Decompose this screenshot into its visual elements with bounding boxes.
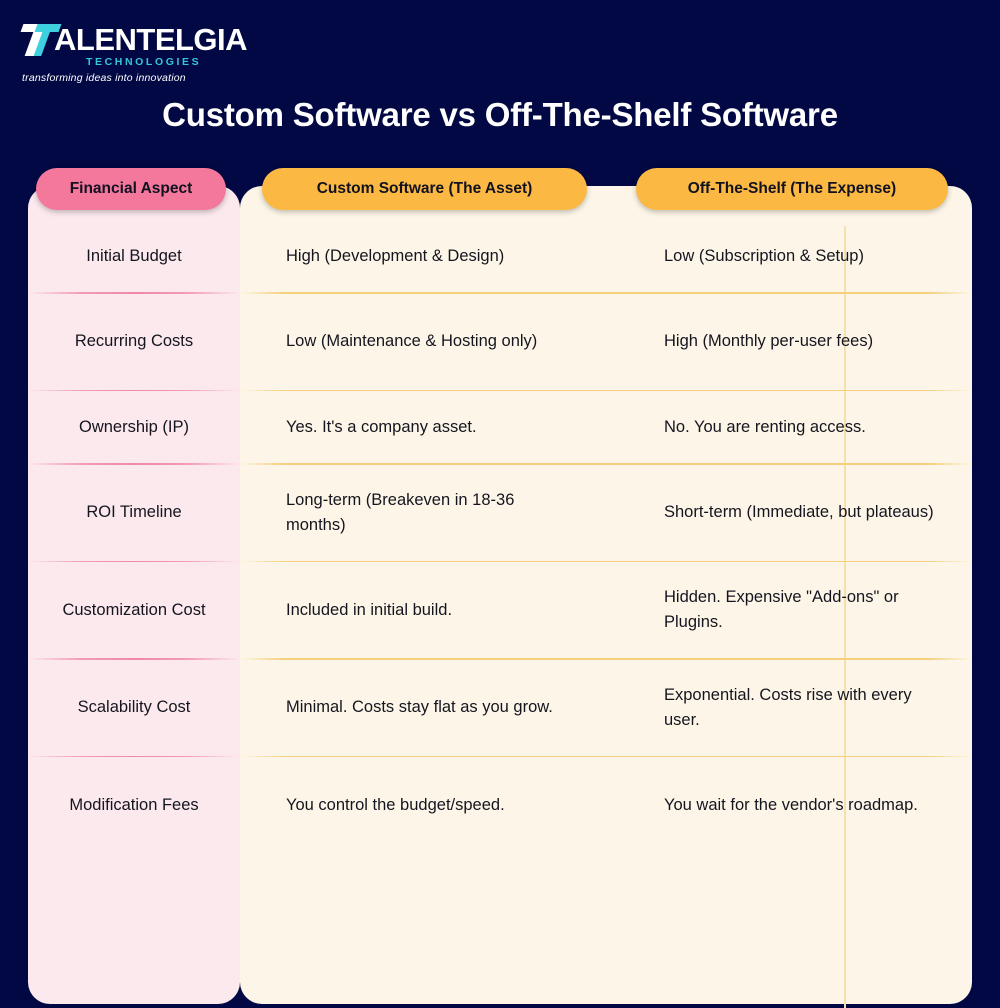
- table-row: Scalability Cost: [77, 698, 191, 716]
- row-divider: [240, 560, 972, 562]
- cell-custom: You control the budget/speed.: [286, 795, 505, 814]
- row-divider: [28, 389, 240, 391]
- values-columns: High (Development & Design) Low (Subscri…: [240, 220, 972, 853]
- cell-off-the-shelf: You wait for the vendor's roadmap.: [664, 795, 918, 814]
- header-off-the-shelf: Off-The-Shelf (The Expense): [636, 168, 948, 210]
- comparison-table: Financial Aspect Custom Software (The As…: [0, 162, 1000, 1008]
- talentelgia-t-logo-icon: [20, 22, 62, 56]
- row-divider: [28, 755, 240, 757]
- table-row: Customization Cost: [62, 600, 206, 619]
- cell-custom: Included in initial build.: [286, 600, 453, 619]
- row-divider: [240, 658, 972, 660]
- row-divider: [28, 560, 240, 562]
- logo-name: ALENTELGIA: [54, 22, 248, 57]
- cell-off-the-shelf: High (Monthly per-user fees): [664, 332, 874, 350]
- table-row: Recurring Costs: [74, 332, 194, 350]
- cell-custom: High (Development & Design): [286, 246, 505, 265]
- row-divider: [240, 755, 972, 757]
- cell-custom: Yes. It's a company asset.: [286, 417, 477, 436]
- row-divider: [28, 658, 240, 660]
- table-row: Low (Maintenance & Hosting only) High (M…: [240, 294, 972, 390]
- values-columns-card: [240, 186, 972, 1008]
- logo-subtitle: TECHNOLOGIES: [86, 56, 202, 68]
- table-row: Yes. It's a company asset. No. You are r…: [240, 391, 972, 463]
- logo-wordmark: ALENTELGIA: [20, 22, 248, 56]
- header-financial-aspect: Financial Aspect: [36, 168, 226, 210]
- cell-off-the-shelf: No. You are renting access.: [664, 417, 866, 436]
- table-row: Minimal. Costs stay flat as you grow. Ex…: [240, 660, 972, 756]
- cell-off-the-shelf: Exponential. Costs rise with every user.: [664, 685, 912, 729]
- table-row: ROI Timeline: [86, 503, 182, 521]
- cell-off-the-shelf: Low (Subscription & Setup): [664, 246, 864, 265]
- row-divider: [240, 292, 972, 294]
- page-title: Custom Software vs Off-The-Shelf Softwar…: [162, 96, 838, 133]
- table-row: Modification Fees: [69, 795, 199, 814]
- row-divider: [240, 389, 972, 391]
- row-divider: [28, 463, 240, 465]
- table-row: Included in initial build. Hidden. Expen…: [240, 562, 972, 658]
- table-row: High (Development & Design) Low (Subscri…: [240, 220, 972, 292]
- row-divider: [28, 292, 240, 294]
- brand-logo: ALENTELGIA TECHNOLOGIES transforming ide…: [20, 22, 248, 84]
- aspect-column: Initial Budget Recurring Costs Ownership…: [28, 220, 240, 853]
- aspect-column-card: [28, 186, 240, 1004]
- logo-tagline: transforming ideas into innovation: [22, 72, 186, 84]
- logo-mark: ALENTELGIA: [20, 22, 248, 56]
- cell-custom: Minimal. Costs stay flat as you grow.: [286, 698, 553, 716]
- cell-off-the-shelf: Short-term (Immediate, but plateaus): [664, 503, 934, 521]
- table-row: Initial Budget: [86, 246, 182, 265]
- table-row: You control the budget/speed. You wait f…: [240, 757, 972, 853]
- column-divider: [844, 226, 846, 1008]
- cell-off-the-shelf: Hidden. Expensive "Add-ons" or Plugins.: [664, 588, 899, 631]
- cell-custom: Long-term (Breakeven in 18-36 months): [286, 490, 515, 534]
- table-row: Long-term (Breakeven in 18-36 months) Sh…: [240, 465, 972, 561]
- cell-custom: Low (Maintenance & Hosting only): [286, 332, 538, 350]
- table-row: Ownership (IP): [78, 417, 190, 436]
- row-divider: [240, 463, 972, 465]
- header-custom-software: Custom Software (The Asset): [262, 168, 587, 210]
